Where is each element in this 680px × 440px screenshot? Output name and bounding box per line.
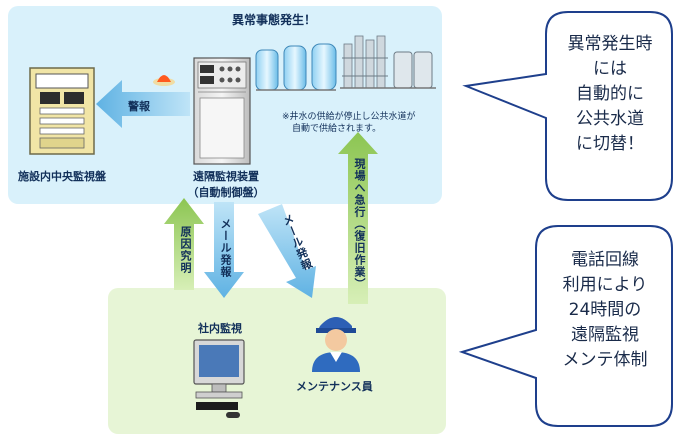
supply-note-line-1: ※井水の供給が停止し公共水道が: [282, 112, 416, 122]
pipe-system-icon: [340, 35, 436, 89]
bottom-bubble-text: 電話回線 利用により 24時間の 遠隔監視 メンテ体制: [538, 248, 672, 373]
alarm-label: 警報: [128, 100, 150, 113]
top-bubble-line-4: 公共水道: [576, 109, 644, 129]
office-panel: [108, 288, 446, 434]
bottom-bubble-line-3: 24時間の: [568, 300, 642, 320]
maintenance-staff-icon: [312, 317, 360, 372]
top-bubble-line-5: に切替！: [576, 134, 644, 154]
top-bubble-line-2: には: [593, 59, 627, 79]
onsite-arrow: [338, 132, 378, 304]
bottom-bubble-line-4: 遠隔監視: [571, 325, 639, 345]
central-panel-icon: [29, 67, 95, 155]
remote-device-label-line-1: 遠隔監視装置: [193, 170, 259, 183]
office-monitor-label: 社内監視: [198, 322, 242, 335]
central-panel-label: 施設内中央監視盤: [18, 170, 106, 183]
top-bubble-line-3: 自動的に: [576, 84, 644, 104]
supply-note-line-2: 自動で供給されます。: [292, 124, 382, 134]
warning-lamp-icon: [153, 75, 175, 86]
remote-device-label: 遠隔監視装置 （自動制御盤）: [182, 168, 270, 200]
top-bubble-line-1: 異常発生時: [567, 34, 653, 54]
remote-device-label-line-2: （自動制御盤）: [187, 186, 265, 199]
supply-note: ※井水の供給が停止し公共水道が 自動で供給されます。: [282, 111, 416, 135]
maintenance-staff-label: メンテナンス員: [296, 380, 373, 393]
top-bubble: [462, 11, 673, 201]
mail-office-label: メール発報: [219, 218, 232, 278]
onsite-label: 現場へ急行（復旧作業）: [353, 158, 366, 290]
bottom-bubble-line-5: メンテ体制: [562, 350, 648, 370]
bottom-bubble: [458, 225, 673, 427]
remote-device-icon: [193, 57, 251, 165]
cause-label: 原因究明: [179, 226, 192, 274]
mail-arrow-staff: [258, 204, 316, 298]
water-tank-icon: [255, 43, 337, 91]
bottom-bubble-line-1: 電話回線: [571, 250, 639, 270]
alert-title: 異常事態発生！: [232, 13, 317, 27]
bottom-bubble-line-2: 利用により: [562, 275, 648, 295]
cause-arrow: [164, 198, 204, 290]
alarm-arrow: [96, 80, 190, 128]
mail-arrow-office: [204, 202, 244, 298]
computer-icon: [193, 339, 245, 418]
top-bubble-text: 異常発生時 には 自動的に 公共水道 に切替！: [548, 32, 672, 157]
